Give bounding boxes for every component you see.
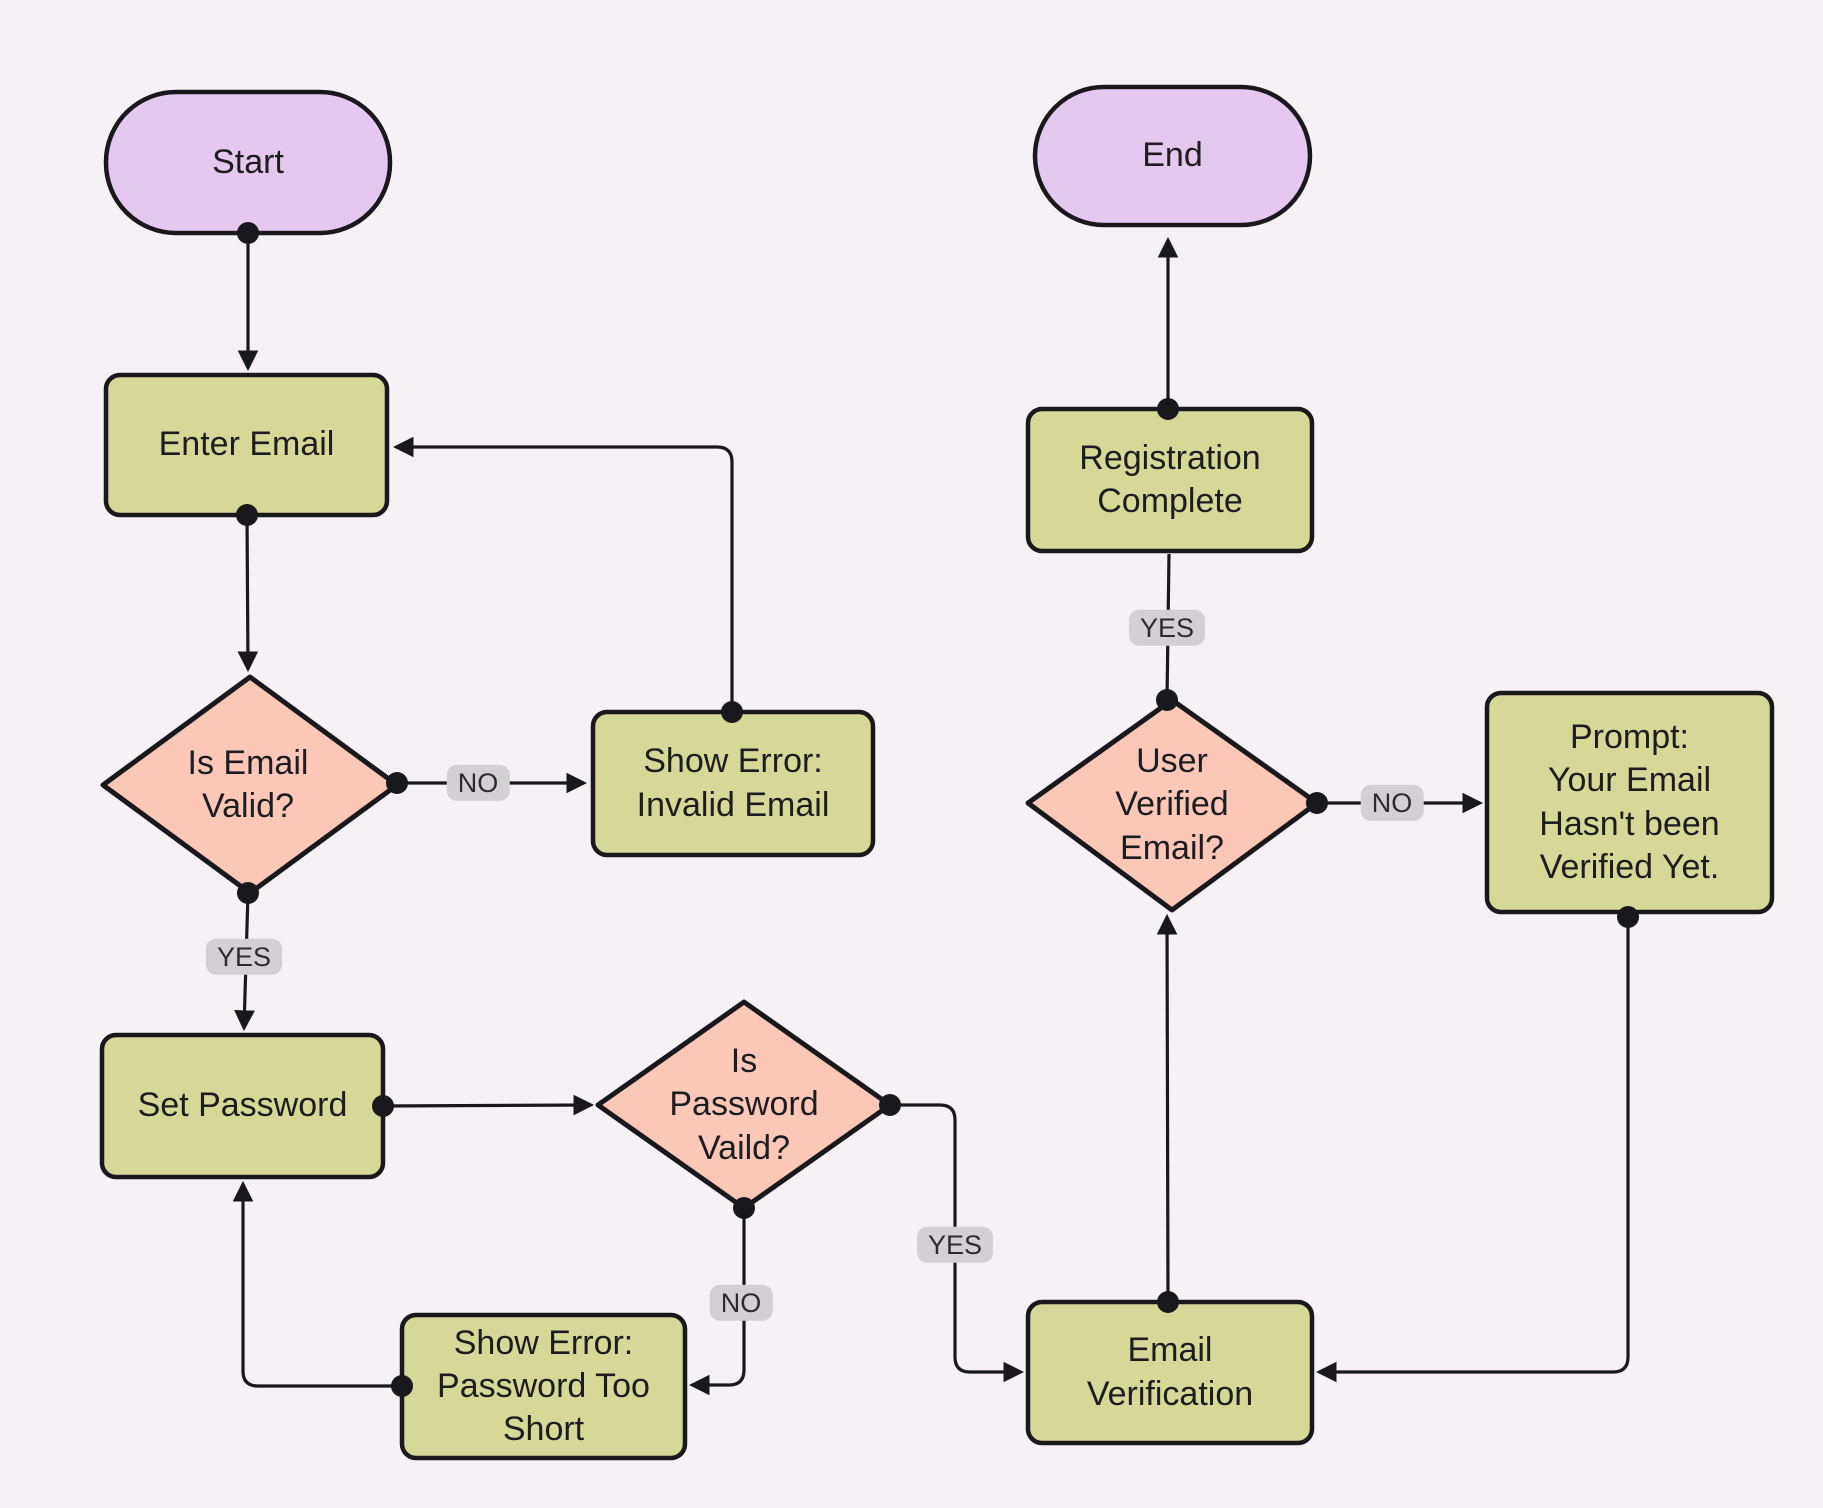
edge-set-password-to-is-password-vaild (382, 1094, 595, 1116)
edge-label-password-yes: YES (916, 1226, 994, 1264)
edge-is-password-vaild-no (688, 1208, 746, 1396)
edge-label-email-no: NO (446, 764, 510, 802)
registration-complete-process-shape (1025, 406, 1315, 554)
set-password-process-shape (99, 1032, 386, 1180)
edge-enter-email-to-is-email-valid (237, 514, 259, 673)
connection-dots (236, 222, 1639, 1397)
edge-label-verified-no: NO (1360, 784, 1424, 822)
edge-show-error-password-to-set-password (232, 1180, 402, 1388)
end-terminal-shape (1032, 84, 1313, 228)
user-verified-email-decision-shape (1025, 697, 1320, 913)
start-terminal-shape (103, 89, 393, 236)
show-error-password-too-short-process-shape (399, 1312, 688, 1461)
prompt-not-verified-process-shape (1484, 690, 1775, 915)
edge-label-password-no: NO (709, 1284, 773, 1322)
edge-label-email-yes: YES (205, 938, 283, 976)
show-error-invalid-email-process-shape (590, 709, 876, 858)
node-shapes (99, 84, 1775, 1461)
is-password-vaild-decision-shape (595, 999, 893, 1211)
enter-email-process-shape (103, 372, 390, 518)
email-verification-process-shape (1025, 1299, 1315, 1446)
edge-label-verified-yes: YES (1128, 609, 1206, 647)
edge-email-verification-to-user-verified (1156, 913, 1178, 1303)
edge-prompt-to-email-verification (1315, 917, 1630, 1383)
edge-show-error-invalid-to-enter-email (392, 436, 734, 712)
edges (232, 233, 1630, 1396)
is-email-valid-decision-shape (100, 674, 400, 896)
